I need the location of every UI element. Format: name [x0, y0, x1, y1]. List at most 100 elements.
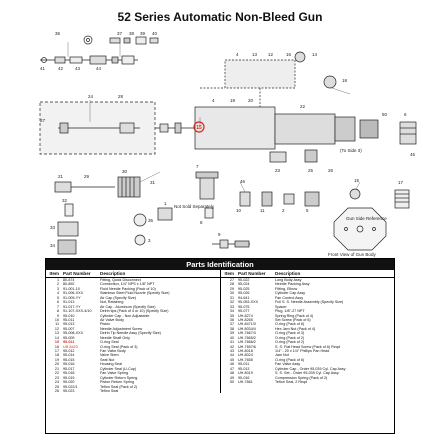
description-cell: O-ring (Pack of 6) — [275, 322, 305, 327]
part-number-cell: 80-874 — [63, 278, 75, 282]
callout-label: 8 — [200, 220, 203, 225]
item-cell: 17 — [54, 349, 59, 353]
description-cell: O-ring Seal (Pack of 3) — [100, 344, 138, 349]
callout-label: 9 — [218, 232, 221, 237]
description-cell: S. S. Set - Order 95-039 Cyl. Cap Assy — [275, 371, 339, 376]
item-cell: 21 — [54, 366, 59, 371]
description-cell: Spacer — [275, 304, 287, 309]
item-cell: 41 — [229, 340, 234, 345]
callout-label: 19 — [230, 98, 236, 103]
callout-label: 7 — [196, 164, 199, 169]
callout-label: 1 — [164, 201, 167, 206]
description-cell: Fitting, Quick Disconnect — [100, 278, 141, 282]
callout-label: 2 — [282, 208, 285, 213]
right-small-parts — [239, 121, 417, 209]
description-cell: Plug, 1/8"-27 NPT — [275, 309, 305, 314]
description-cell: Full S. S. Needle Assembly (Specify Size… — [275, 300, 344, 305]
item-cell: 40 — [229, 335, 234, 340]
note-gun-side-reference: Gun Side Reference — [346, 216, 387, 221]
part-number-cell: 95-022/1 — [63, 384, 78, 389]
col-item-header: Item — [224, 271, 234, 276]
item-cell: 9 — [56, 313, 59, 318]
item-cell: 50 — [229, 380, 234, 385]
callout-label: 12 — [268, 52, 274, 57]
gun-body — [194, 51, 379, 163]
description-cell: Cylinder Return Spring — [100, 375, 138, 380]
description-cell: Air Cap (Specify Size) — [100, 295, 137, 300]
description-cell: O-ring (Pack of 2) — [275, 335, 305, 340]
part-number-cell: 91-009-YY — [63, 295, 81, 300]
callout-label: 39 — [140, 31, 146, 36]
description-cell: Needle Packing Assy — [275, 282, 310, 287]
callout-label: 15 — [354, 178, 360, 183]
item-cell: 27 — [229, 278, 234, 282]
part-number-cell: 95-025 — [238, 286, 250, 291]
part-number-cell: UH-8471/0 — [238, 322, 256, 327]
part-number-cell: 95-019 — [63, 375, 75, 380]
callout-label: 35 — [148, 218, 154, 223]
description-cell: Jam Nut — [275, 353, 289, 358]
item-cell: 20 — [54, 362, 59, 367]
part-number-cell: UH-8274 — [238, 313, 253, 318]
item-cell: 26 — [54, 388, 59, 393]
table-row: 41 UH-7666/2 O-ring (Pack of 2) — [221, 340, 394, 344]
item-cell: 35 — [229, 313, 234, 318]
item-cell: 46 — [229, 362, 234, 367]
item-cell: 4 — [56, 291, 59, 296]
description-cell: Cylinder Cap - Order 95-039 Cyl. Cap Ass… — [275, 366, 346, 371]
description-cell: Teflon Seal, 2 Reqd — [275, 380, 308, 385]
highlight-callout: 15 — [193, 121, 205, 133]
description-cell: Spring Ring (Pack of 4) — [275, 313, 314, 318]
item-cell: 47 — [229, 366, 234, 371]
item-cell: 15 — [54, 340, 59, 345]
part-number-cell: UH-8024 — [238, 353, 253, 358]
highlight-callout-label: 15 — [196, 125, 202, 131]
part-number-cell: 94-641 — [238, 295, 250, 300]
part-number-cell: UH-7655 — [238, 357, 253, 362]
callout-label: 11 — [260, 208, 265, 213]
description-cell: Delrin Tip Needle Assy (Specify Size) — [100, 331, 161, 336]
description-cell: Fitting, Elbow — [275, 286, 298, 291]
exploded-parts-diagram: 36 37 38 39 40 41 42 43 44 28 27 24 4 13… — [39, 31, 417, 257]
callout-label: 27 — [40, 118, 46, 123]
part-number-cell: 95-016 — [63, 362, 75, 367]
part-number-cell: UH-7666/2 — [238, 340, 256, 345]
part-number-cell: UH-7667/3 — [238, 331, 256, 336]
part-number-cell: 91-001-10 — [63, 286, 80, 291]
part-number-cell: 95-012 — [63, 349, 75, 353]
description-cell: Set Screw (Pack of 6) — [275, 317, 311, 322]
callout-label: 24 — [88, 94, 94, 99]
callout-label: 41 — [40, 66, 46, 71]
item-cell: 45 — [229, 357, 234, 362]
description-cell: Nut, Retaining — [100, 300, 124, 305]
item-cell: 12 — [54, 326, 59, 331]
part-number-cell: 95-026 — [238, 291, 250, 296]
item-cell: 32 — [229, 300, 234, 305]
callout-label: 44 — [96, 66, 102, 71]
description-cell: O-ring (Pack of 2) — [275, 340, 305, 345]
description-cell: O-ring (Pack of 6) — [275, 357, 305, 362]
item-cell: 43 — [229, 349, 234, 353]
table-title: Parts Identification — [46, 259, 394, 270]
column-headers: Item Part Number Description — [221, 270, 394, 278]
